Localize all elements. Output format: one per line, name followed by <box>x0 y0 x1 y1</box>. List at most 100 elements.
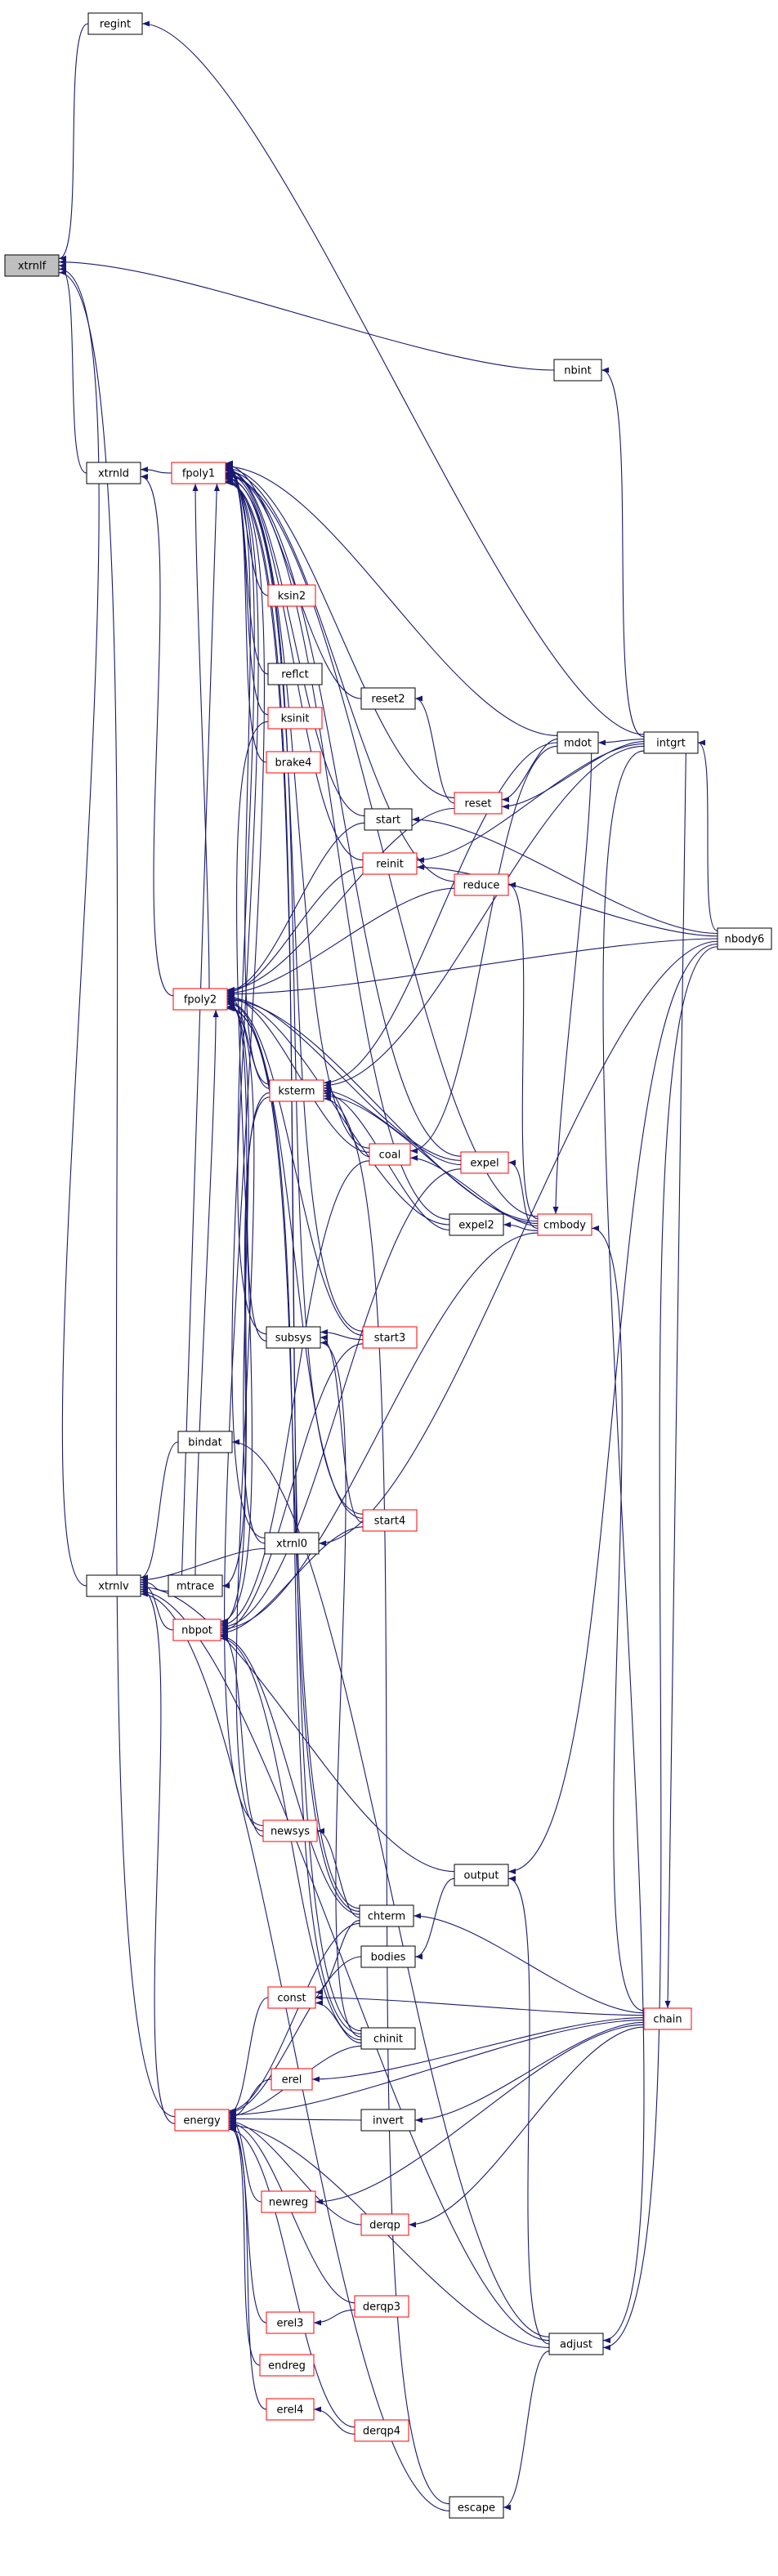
edge-output-to-bodies <box>414 1877 455 1960</box>
node-brake4[interactable]: brake4 <box>266 751 321 774</box>
node-invert[interactable]: invert <box>360 2109 416 2132</box>
node-cmbody[interactable]: cmbody <box>537 1213 592 1236</box>
node-ksterm[interactable]: ksterm <box>269 1079 324 1102</box>
node-box-invert <box>360 2109 416 2132</box>
edge-invert-to-energy <box>228 2115 362 2122</box>
edge-cmbody-to-nbpot <box>220 1232 539 1632</box>
edge-expel-to-fpoly2 <box>226 994 462 1161</box>
node-box-ksterm <box>269 1079 324 1102</box>
node-nbpot[interactable]: nbpot <box>172 1618 221 1641</box>
edge-cmbody-to-reduce <box>507 882 539 1220</box>
node-label-nbint: nbint <box>564 365 591 377</box>
node-bindat[interactable]: bindat <box>177 1431 233 1453</box>
node-chinit[interactable]: chinit <box>360 2027 416 2050</box>
edge-bindat-to-xtrnlv <box>140 1441 179 1581</box>
node-erel3[interactable]: erel3 <box>266 2311 315 2334</box>
node-newsys[interactable]: newsys <box>262 1819 318 1842</box>
node-box-chterm <box>359 1904 414 1927</box>
node-start3[interactable]: start3 <box>362 1326 418 1349</box>
node-ksin2[interactable]: ksin2 <box>267 584 316 607</box>
edge-nbody6-to-adjust <box>602 946 718 2351</box>
node-label-regint: regint <box>100 19 131 31</box>
node-erel4[interactable]: erel4 <box>266 2398 315 2421</box>
node-mtrace[interactable]: mtrace <box>168 1574 223 1597</box>
edge-chinit-to-const <box>315 2000 362 2044</box>
edge-adjust-to-xtrnlv <box>140 1588 550 2342</box>
node-box-subsys <box>266 1326 321 1349</box>
node-regint[interactable]: regint <box>87 12 143 35</box>
node-reduce[interactable]: reduce <box>454 873 509 896</box>
edge-start3-to-fpoly2 <box>226 998 364 1336</box>
node-label-reset2: reset2 <box>371 694 405 706</box>
edge-expel2-to-fpoly1 <box>225 472 450 1221</box>
node-box-fpoly1 <box>171 462 226 484</box>
edge-ksterm-to-fpoly1 <box>225 470 271 1085</box>
node-chain[interactable]: chain <box>643 2007 692 2030</box>
node-reset2[interactable]: reset2 <box>360 687 416 710</box>
node-derqp4[interactable]: derqp4 <box>354 2419 409 2442</box>
node-box-xtrnl0 <box>264 1532 320 1555</box>
node-intgrt[interactable]: intgrt <box>643 731 699 754</box>
node-fpoly2[interactable]: fpoly2 <box>172 988 228 1011</box>
node-bodies[interactable]: bodies <box>360 1945 416 1968</box>
node-energy[interactable]: energy <box>174 2109 230 2132</box>
node-ksinit[interactable]: ksinit <box>267 707 323 730</box>
node-newreg[interactable]: newreg <box>261 2190 316 2213</box>
edge-nbody6-to-fpoly2 <box>226 938 718 998</box>
node-label-nbody6: nbody6 <box>725 934 765 946</box>
node-label-start4: start4 <box>374 1516 406 1528</box>
node-xtrnl0[interactable]: xtrnl0 <box>264 1532 320 1555</box>
node-nbody6[interactable]: nbody6 <box>717 927 772 950</box>
node-derqp[interactable]: derqp <box>360 2213 409 2236</box>
node-label-cmbody: cmbody <box>543 1220 586 1232</box>
edge-intgrt-to-mdot <box>597 739 645 746</box>
node-derqp3[interactable]: derqp3 <box>354 2295 409 2318</box>
edge-start4-to-nbpot <box>220 1526 364 1636</box>
node-label-intgrt: intgrt <box>656 738 686 750</box>
node-xtrnld[interactable]: xtrnld <box>86 462 141 484</box>
edge-endreg-to-energy <box>228 2123 261 2366</box>
node-nbint[interactable]: nbint <box>553 359 602 382</box>
node-start4[interactable]: start4 <box>362 1509 418 1532</box>
node-label-reinit: reinit <box>376 859 404 871</box>
node-box-mtrace <box>168 1574 223 1597</box>
node-box-start <box>364 808 413 831</box>
node-box-xtrnlv <box>86 1574 141 1597</box>
node-box-reduce <box>454 873 509 896</box>
node-expel[interactable]: expel <box>460 1151 509 1174</box>
node-box-start3 <box>362 1326 418 1349</box>
edge-start3-to-fpoly1 <box>225 475 364 1332</box>
node-output[interactable]: output <box>454 1864 509 1886</box>
edge-chinit-to-subsys <box>320 1340 362 2038</box>
edge-output-to-xtrnlv <box>140 1583 455 1873</box>
edge-chinit-to-fpoly1 <box>225 480 362 2032</box>
node-mdot[interactable]: mdot <box>557 731 599 754</box>
node-xtrnlf[interactable]: xtrnlf <box>4 254 60 277</box>
node-box-cmbody <box>537 1213 592 1236</box>
node-fpoly1[interactable]: fpoly1 <box>171 462 226 484</box>
edge-start3-to-subsys <box>320 1329 364 1341</box>
node-subsys[interactable]: subsys <box>266 1326 321 1349</box>
node-box-chinit <box>360 2027 416 2050</box>
node-start[interactable]: start <box>364 808 413 831</box>
edge-intgrt-to-reinit <box>416 743 645 864</box>
node-reinit[interactable]: reinit <box>362 852 418 875</box>
node-endreg[interactable]: endreg <box>259 2354 315 2377</box>
edge-adjust-to-energy <box>228 2123 550 2348</box>
node-coal[interactable]: coal <box>369 1143 411 1166</box>
node-reset[interactable]: reset <box>454 792 503 815</box>
edge-intgrt-to-nbint <box>601 367 645 738</box>
node-escape[interactable]: escape <box>449 2496 504 2519</box>
node-label-start: start <box>376 815 400 827</box>
node-label-ksterm: ksterm <box>278 1086 315 1098</box>
node-adjust[interactable]: adjust <box>548 2333 604 2355</box>
node-const[interactable]: const <box>267 1986 316 2009</box>
node-reflct[interactable]: reflct <box>267 663 323 685</box>
node-erel[interactable]: erel <box>271 2068 313 2091</box>
node-chterm[interactable]: chterm <box>359 1904 414 1927</box>
node-box-reset <box>454 792 503 815</box>
node-label-reset: reset <box>465 798 492 810</box>
node-xtrnlv[interactable]: xtrnlv <box>86 1574 141 1597</box>
node-expel2[interactable]: expel2 <box>449 1213 504 1236</box>
edge-adjust-to-escape <box>503 2351 550 2511</box>
